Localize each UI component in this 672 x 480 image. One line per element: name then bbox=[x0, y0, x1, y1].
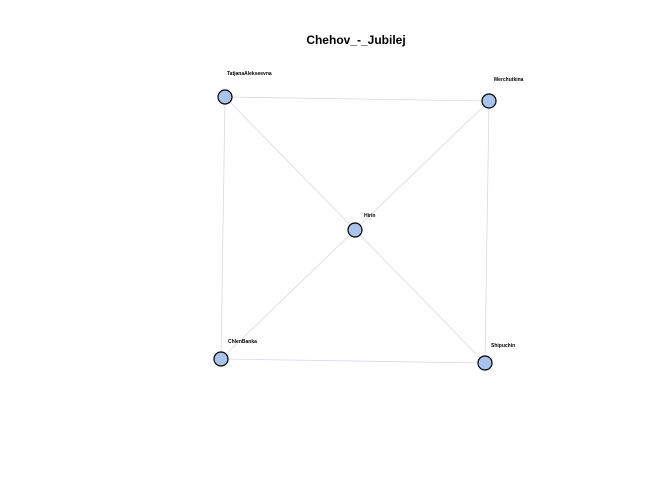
node-circle[interactable] bbox=[481, 93, 497, 109]
edge-TatjanaAlekseevna-ChlenBanka bbox=[220, 96, 226, 360]
node-circle[interactable] bbox=[477, 355, 493, 371]
node-label: ChlenBanka bbox=[228, 339, 257, 345]
node-circle[interactable] bbox=[213, 351, 229, 367]
node-Merchutkina[interactable]: Merchutkina bbox=[481, 77, 524, 109]
node-label: Merchutkina bbox=[494, 77, 524, 83]
node-label: Hirin bbox=[364, 213, 375, 219]
edge-TatjanaAlekseevna-Merchutkina bbox=[224, 96, 490, 102]
edge-ChlenBanka-Shipuchin bbox=[220, 358, 486, 364]
node-circle[interactable] bbox=[217, 89, 233, 105]
node-TatjanaAlekseevna[interactable]: TatjanaAlekseevna bbox=[217, 71, 272, 105]
graph-title: Chehov_-_Jubilej bbox=[306, 33, 405, 47]
node-circle[interactable] bbox=[347, 222, 363, 238]
node-Hirin[interactable]: Hirin bbox=[347, 213, 375, 238]
node-Shipuchin[interactable]: Shipuchin bbox=[477, 343, 515, 371]
node-label: Shipuchin bbox=[491, 343, 515, 349]
node-ChlenBanka[interactable]: ChlenBanka bbox=[213, 339, 257, 367]
node-layer: TatjanaAlekseevnaMerchutkinaHirinChlenBa… bbox=[213, 71, 524, 371]
node-label: TatjanaAlekseevna bbox=[227, 71, 272, 77]
edge-Merchutkina-Shipuchin bbox=[484, 100, 490, 364]
